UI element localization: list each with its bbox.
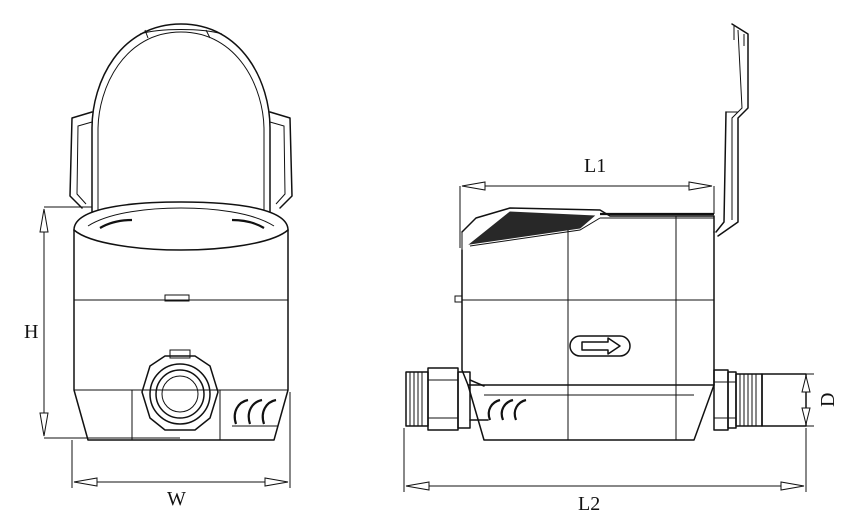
flow-direction-arrow-icon [569, 335, 631, 357]
side-view [405, 23, 807, 441]
diameter-dimension: D [801, 373, 839, 427]
side-register [461, 207, 715, 250]
front-hinge-arms [69, 111, 293, 209]
front-register-ring [73, 201, 289, 251]
height-label: H [24, 321, 38, 343]
side-body [454, 216, 715, 441]
side-open-lid [715, 23, 749, 237]
diameter-label: D [817, 393, 839, 407]
front-lid [91, 23, 271, 213]
front-pipe-connection [141, 349, 219, 431]
front-body [73, 229, 289, 441]
l1-label: L1 [584, 155, 606, 177]
side-flow-vanes [487, 398, 527, 421]
side-left-connector [405, 367, 489, 431]
l2-dimension: L2 [403, 428, 807, 515]
l1-dimension: L1 [459, 155, 715, 248]
front-view [69, 23, 293, 441]
width-dimension: W [71, 392, 291, 510]
front-flow-vanes [232, 398, 278, 427]
l2-label: L2 [578, 493, 600, 515]
height-dimension: H [24, 206, 180, 439]
width-label: W [167, 488, 186, 510]
side-right-connector [713, 369, 807, 431]
